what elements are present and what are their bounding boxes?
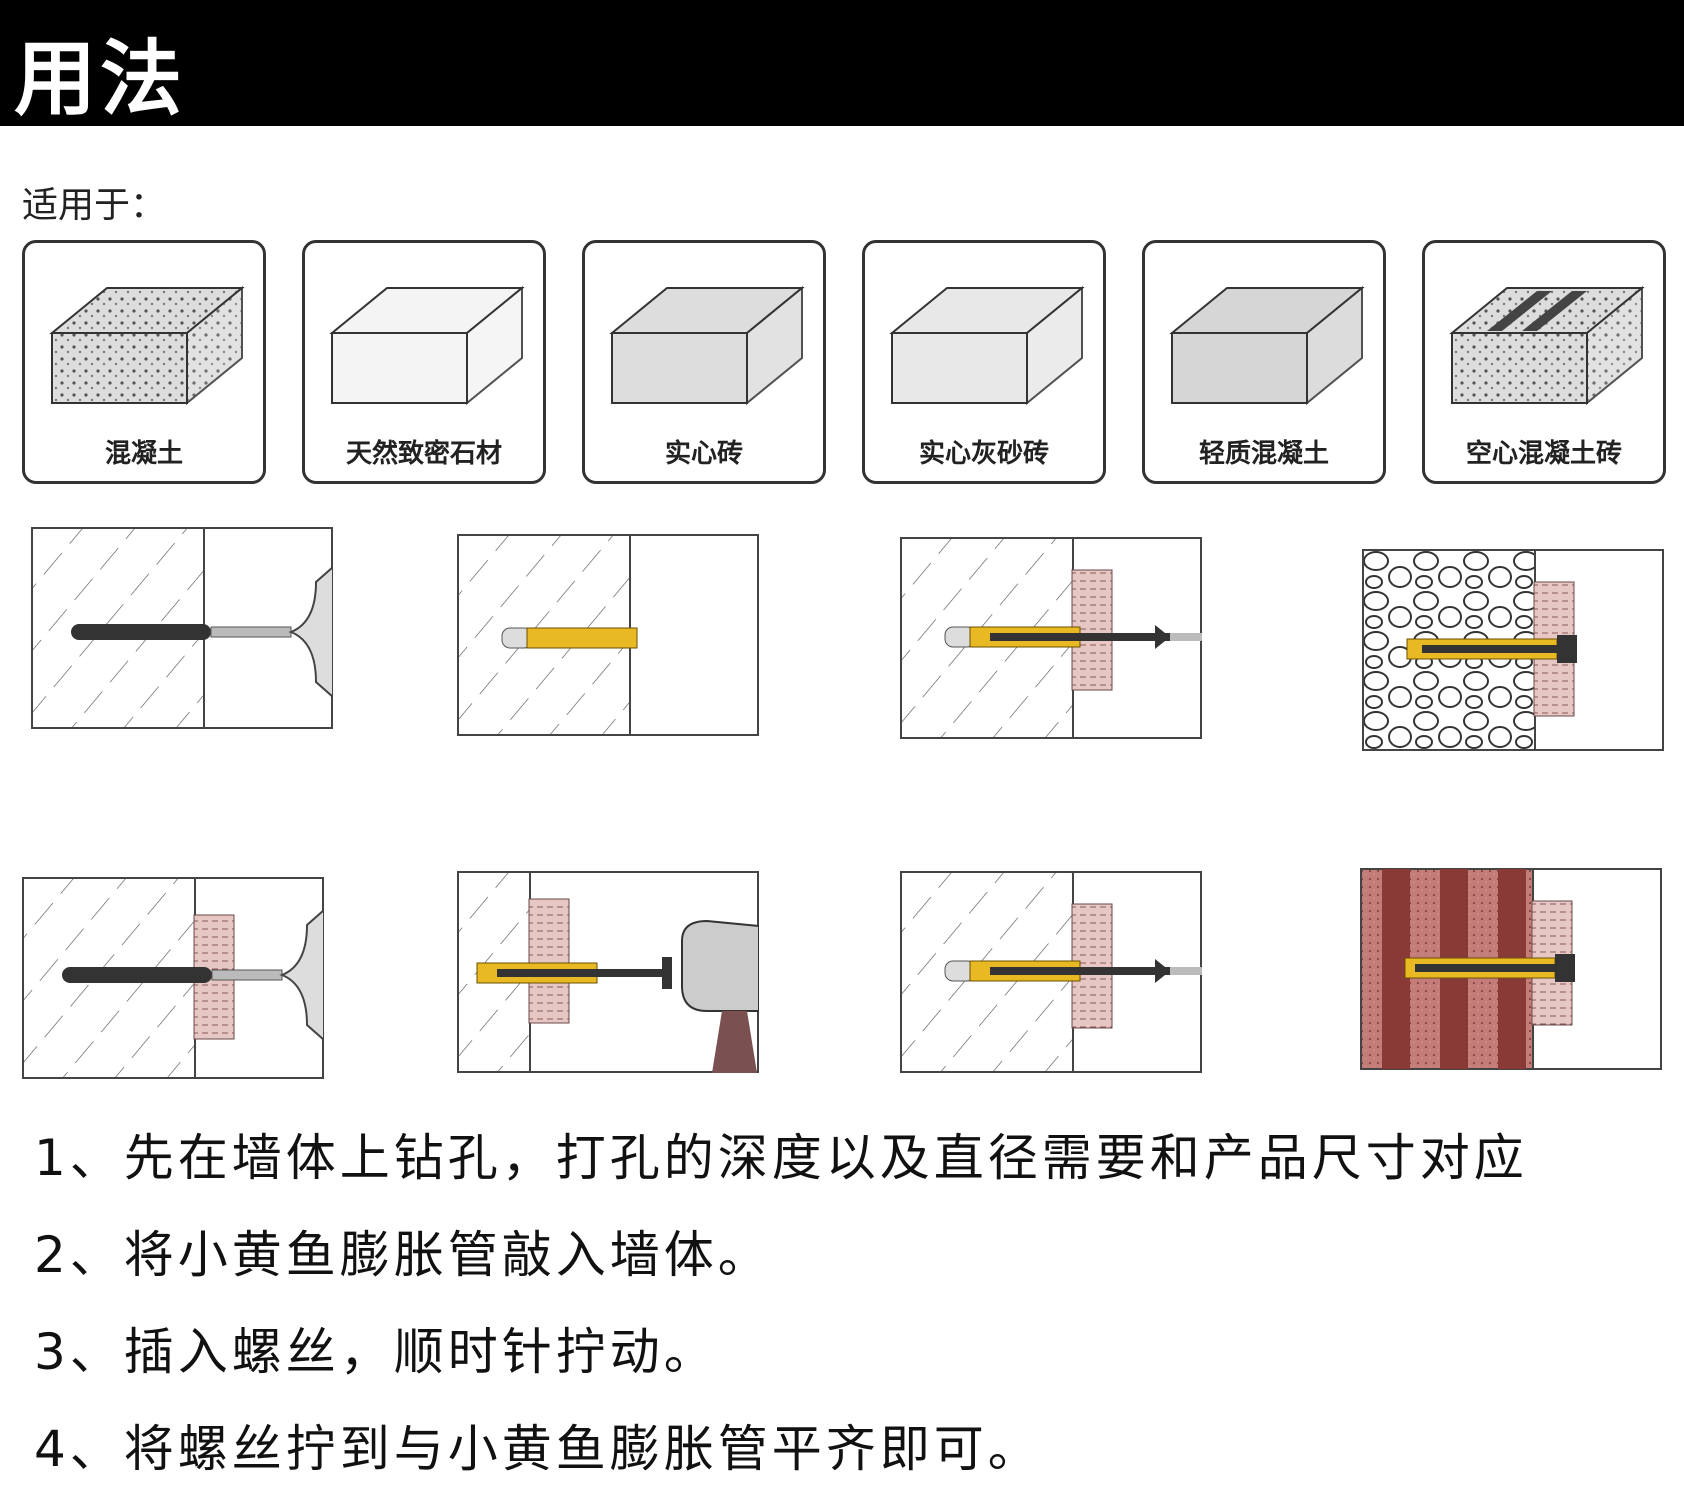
hollow-concrete-brick-icon	[1449, 285, 1645, 406]
applicable-label: 适用于：	[22, 185, 167, 226]
material-label: 空心混凝土砖	[1465, 439, 1622, 469]
instruction-step-4: 4、将螺丝拧到与小黄鱼膨胀管平齐即可。	[34, 1420, 1042, 1478]
lightweight-concrete-icon	[1169, 285, 1365, 406]
instruction-step-2: 2、将小黄鱼膨胀管敲入墙体。	[34, 1226, 772, 1284]
step-stone-wall-diagram	[1362, 549, 1664, 751]
step-drill-through-fixture-diagram	[22, 877, 324, 1079]
header: 用法	[0, 0, 1684, 127]
step-screw-tighten-diagram	[900, 871, 1202, 1073]
material-label: 轻质混凝土	[1198, 439, 1329, 469]
material-card: 实心灰砂砖	[862, 240, 1106, 484]
material-card: 空心混凝土砖	[1422, 240, 1666, 484]
material-label: 实心灰砂砖	[918, 439, 1049, 469]
material-card: 天然致密石材	[302, 240, 546, 484]
step-hammer-anchor-diagram	[457, 871, 759, 1073]
material-card: 实心砖	[582, 240, 826, 484]
material-label: 混凝土	[104, 439, 183, 469]
step-hollow-brick-diagram	[1360, 868, 1662, 1070]
page-title: 用法	[14, 32, 187, 127]
solid-brick-icon	[609, 285, 805, 406]
instruction-step-3: 3、插入螺丝，顺时针拧动。	[34, 1323, 718, 1381]
step-insert-anchor-diagram	[457, 534, 759, 736]
material-card: 轻质混凝土	[1142, 240, 1386, 484]
concrete-block-icon	[49, 285, 245, 406]
natural-stone-icon	[329, 285, 525, 406]
step-insert-screw-diagram	[900, 537, 1202, 739]
material-card: 混凝土	[22, 240, 266, 484]
sand-lime-brick-icon	[889, 285, 1085, 406]
material-label: 实心砖	[664, 439, 743, 469]
material-label: 天然致密石材	[345, 439, 502, 469]
instruction-step-1: 1、先在墙体上钻孔，打孔的深度以及直径需要和产品尺寸对应	[34, 1129, 1528, 1187]
step-drill-hole-diagram	[31, 527, 333, 729]
